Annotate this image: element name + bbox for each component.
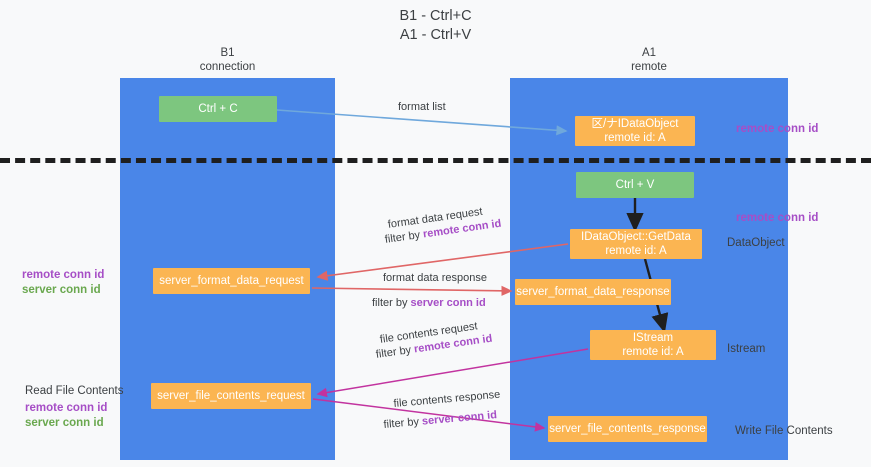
swimlane-b1-subtitle: connection (199, 61, 256, 73)
node-server-file-contents-response[interactable]: server_file_contents_response (548, 416, 707, 442)
annotation-left-remote-conn-id-2: remote conn id (25, 402, 108, 414)
filter-prefix: filter by (383, 415, 423, 431)
node-server-format-data-response-label: server_format_data_response (516, 286, 670, 298)
node-server-file-contents-request-label: server_file_contents_request (157, 390, 305, 402)
node-ctrl-v[interactable]: Ctrl + V (576, 172, 694, 198)
annotation-istream: Istream (727, 343, 766, 355)
annotation-left-server-conn-id-2: server conn id (25, 417, 104, 429)
node-idataobject-getdata[interactable]: IDataObject::GetData remote id: A (570, 229, 702, 259)
annotation-remote-conn-id-mid: remote conn id (736, 212, 819, 224)
phase-divider (0, 158, 871, 163)
annotation-left-conn-ids-2: remote conn id server conn id (25, 401, 107, 431)
node-set-clipboard-line1: 区/ナIDataObject (591, 118, 679, 130)
node-ctrl-c[interactable]: Ctrl + C (159, 96, 277, 122)
node-istream[interactable]: IStream remote id: A (590, 330, 716, 360)
annotation-write-file-contents: Write File Contents (735, 425, 833, 437)
annotation-left-conn-ids: remote conn id server conn id (22, 268, 104, 298)
filter-prefix: filter by (384, 228, 424, 246)
node-istream-line1: IStream (632, 332, 674, 344)
annotation-read-file-contents: Read File Contents (25, 385, 124, 397)
node-istream-line2: remote id: A (622, 346, 684, 358)
node-set-clipboard-idataobject[interactable]: 区/ナIDataObject remote id: A (575, 116, 695, 146)
edge-label-file-contents-response-filter: filter by server conn id (383, 408, 498, 433)
node-ctrl-v-label: Ctrl + V (615, 179, 655, 191)
filter-key-server-conn-id: server conn id (421, 409, 498, 428)
annotation-left-server-conn-id: server conn id (22, 284, 101, 296)
annotation-dataobject: DataObject (727, 237, 785, 249)
filter-prefix: filter by (375, 343, 415, 361)
swimlane-a1-subtitle: remote (631, 61, 667, 73)
filter-key-server-conn-id: server conn id (410, 297, 486, 309)
node-server-format-data-response[interactable]: server_format_data_response (515, 279, 671, 305)
annotation-remote-conn-id-top: remote conn id (736, 123, 819, 135)
node-server-format-data-request-label: server_format_data_request (159, 275, 304, 287)
edge-label-format-data-response: format data response (383, 272, 487, 284)
swimlane-header-b1: B1 connection (120, 46, 335, 74)
node-server-file-contents-response-label: server_file_contents_response (549, 423, 706, 435)
filter-prefix: filter by (372, 297, 411, 309)
edge-label-format-data-response-filter: filter by server conn id (372, 296, 486, 311)
node-ctrl-c-label: Ctrl + C (198, 103, 238, 115)
node-set-clipboard-line2: remote id: A (604, 132, 666, 144)
node-server-file-contents-request[interactable]: server_file_contents_request (151, 383, 311, 409)
edge-label-format-list: format list (398, 101, 446, 113)
node-server-format-data-request[interactable]: server_format_data_request (153, 268, 310, 294)
swimlane-header-a1: A1 remote (510, 46, 788, 74)
swimlane-b1-name: B1 (220, 47, 235, 59)
page-title-line2: A1 - Ctrl+V (399, 27, 472, 43)
swimlane-a1-name: A1 (641, 47, 657, 59)
node-getdata-line1: IDataObject::GetData (581, 231, 691, 243)
page-title-line1: B1 - Ctrl+C (399, 8, 472, 24)
node-getdata-line2: remote id: A (605, 245, 667, 257)
annotation-left-remote-conn-id: remote conn id (22, 269, 105, 281)
